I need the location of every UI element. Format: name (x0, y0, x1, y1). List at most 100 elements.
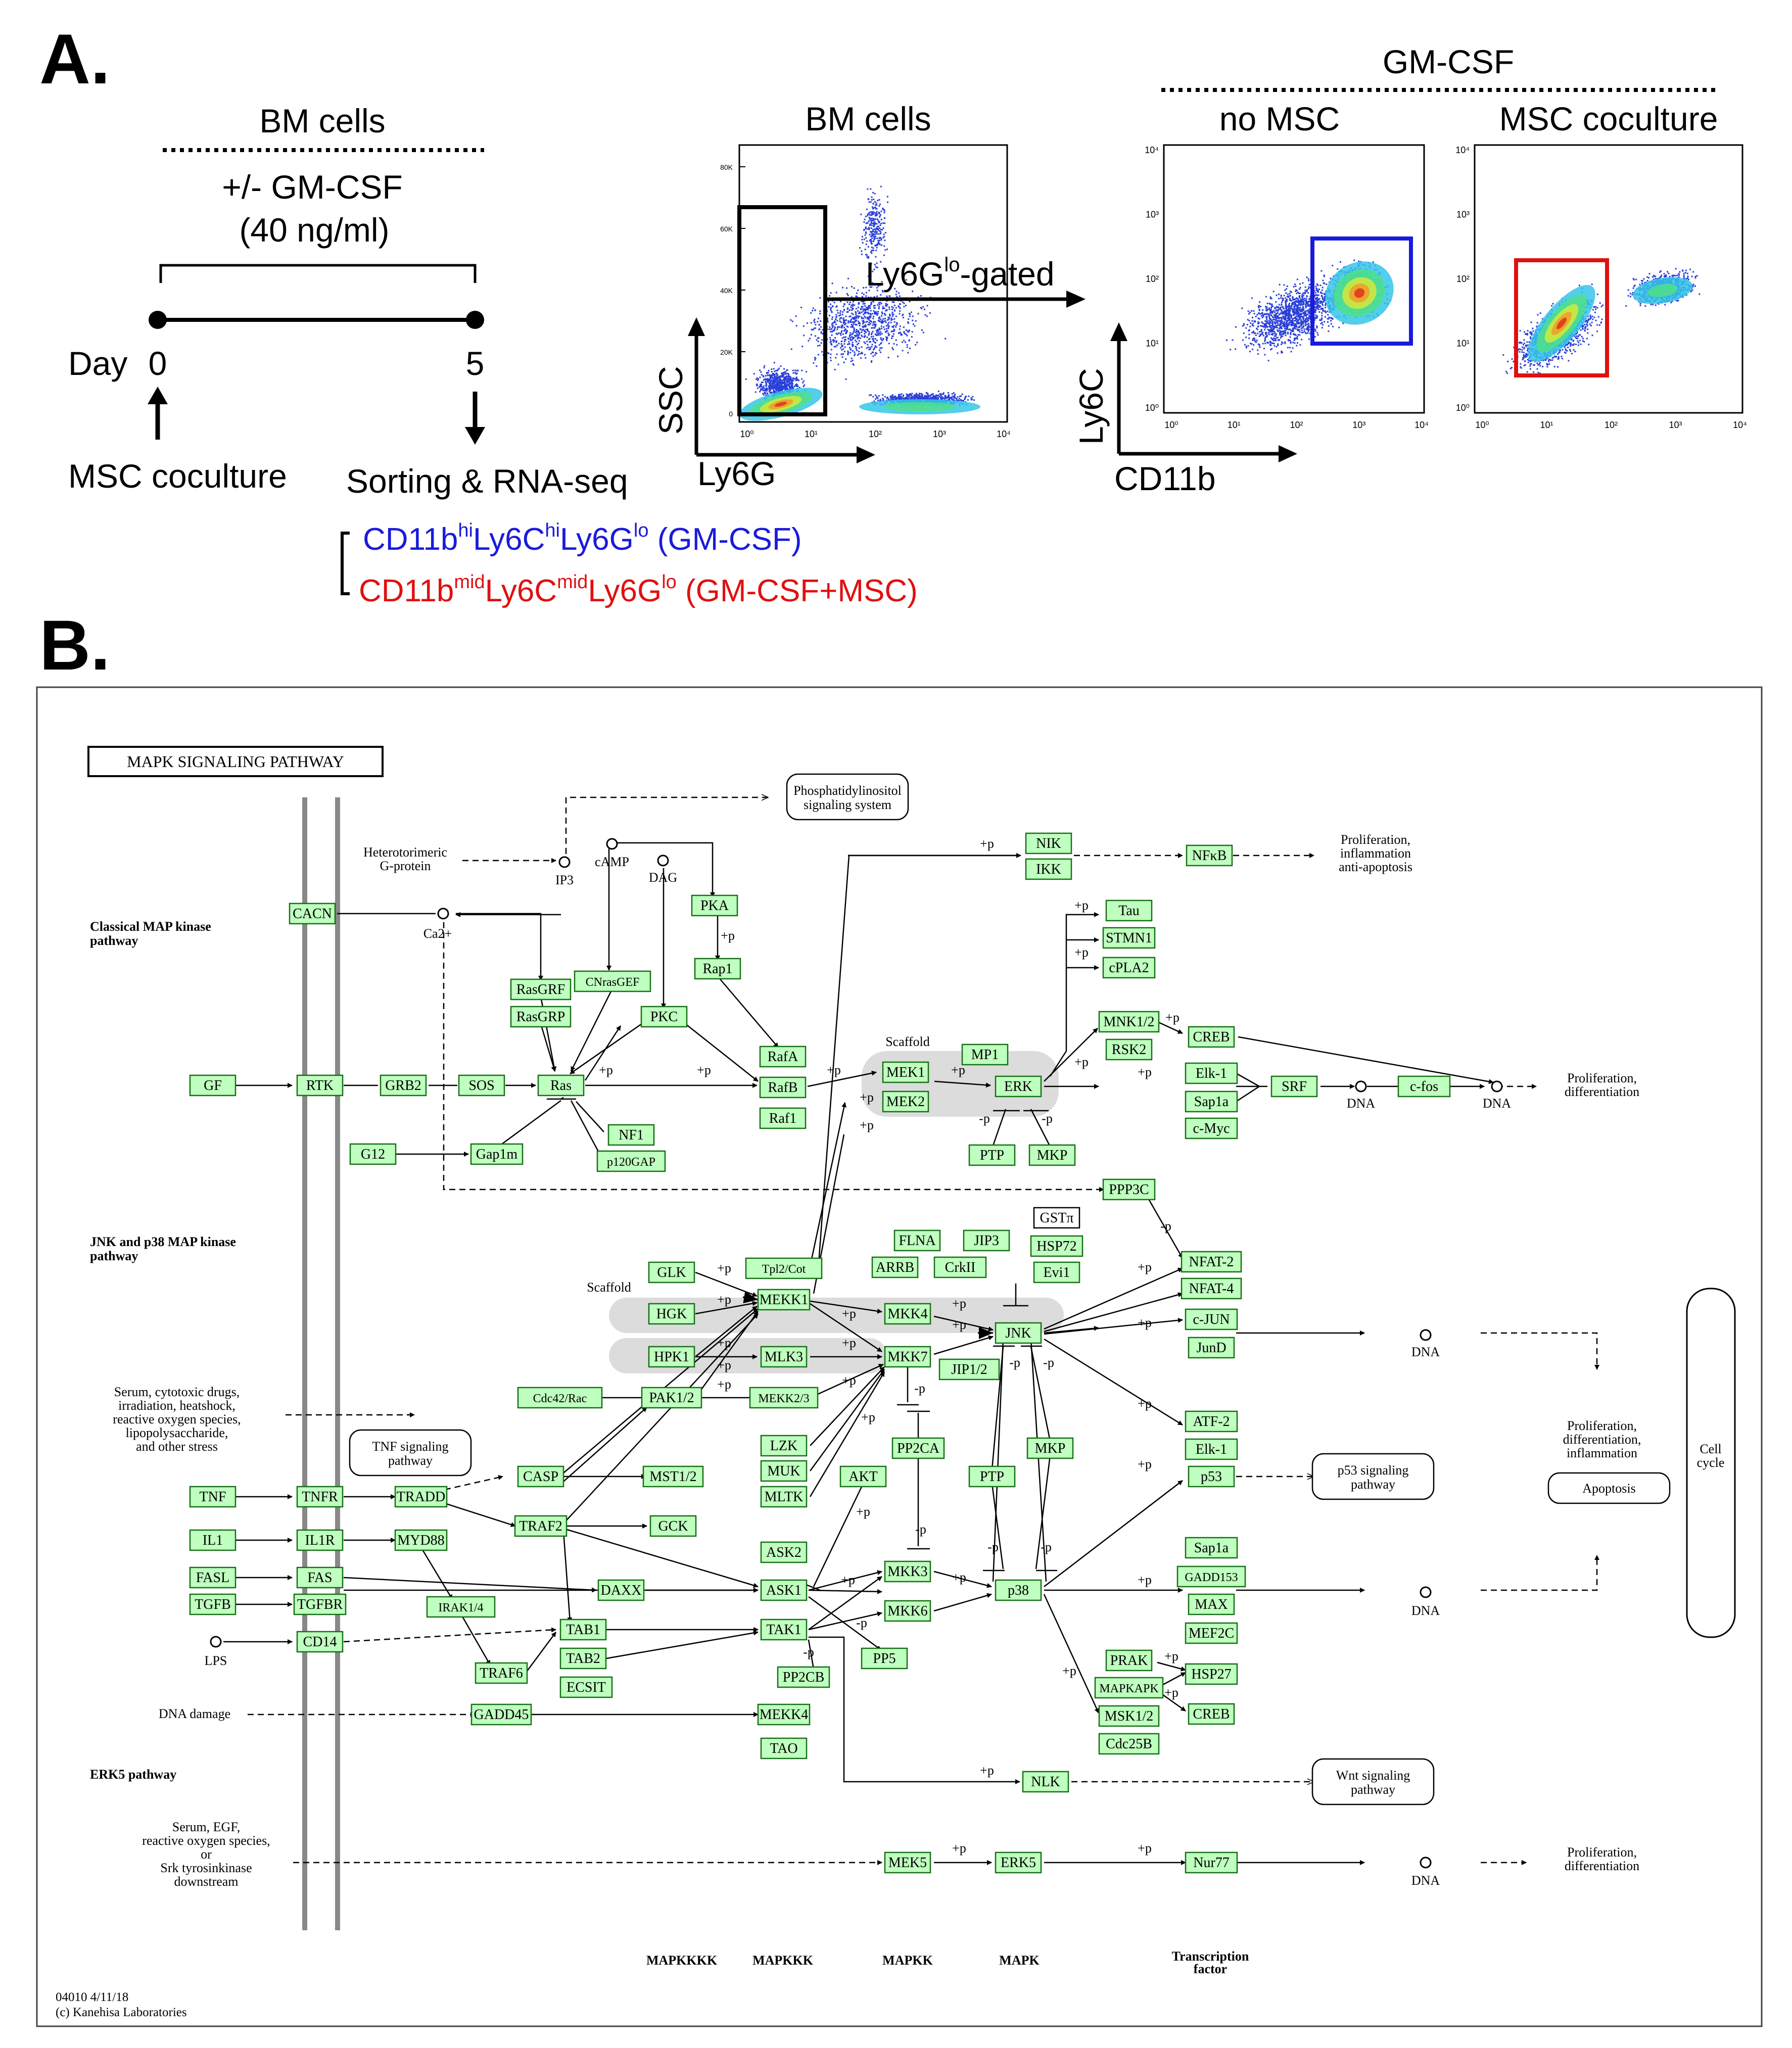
gene-node[interactable]: MEK2 (882, 1090, 929, 1113)
gene-node[interactable]: TAB1 (559, 1618, 607, 1641)
gene-node[interactable]: PP5 (861, 1647, 908, 1670)
gene-node[interactable]: TGFBR (293, 1593, 347, 1615)
gene-node[interactable]: MYD88 (394, 1529, 448, 1551)
gene-node[interactable]: Rap1 (694, 958, 741, 980)
gene-node[interactable]: cPLA2 (1102, 957, 1156, 979)
gene-node[interactable]: ERK (995, 1075, 1042, 1098)
gene-node[interactable]: ARRB (871, 1256, 919, 1278)
gene-node[interactable]: MEF2C (1185, 1622, 1238, 1644)
gene-node[interactable]: JNK (995, 1322, 1042, 1344)
gene-node[interactable]: MEKK4 (757, 1703, 811, 1726)
gene-node[interactable]: MEK1 (882, 1061, 929, 1083)
gene-node[interactable]: ERK5 (995, 1851, 1042, 1874)
map-link[interactable]: Apoptosis (1547, 1472, 1671, 1504)
gene-node[interactable]: NF1 (607, 1124, 655, 1146)
gene-node[interactable]: MKK7 (884, 1346, 931, 1368)
gene-node[interactable]: IL1R (296, 1529, 344, 1551)
gene-node[interactable]: TAO (760, 1737, 808, 1759)
gene-node[interactable]: NIK (1025, 832, 1072, 854)
gene-node[interactable]: GCK (649, 1515, 697, 1537)
gene-node[interactable]: MP1 (961, 1043, 1009, 1066)
gene-node[interactable]: PPP3C (1102, 1178, 1156, 1201)
gene-node[interactable]: GF (189, 1074, 237, 1097)
gene-node[interactable]: MST1/2 (642, 1465, 704, 1488)
gene-node[interactable]: G12 (349, 1143, 397, 1165)
gene-node[interactable]: MKK4 (884, 1303, 931, 1325)
gene-node[interactable]: Tpl2/Cot (745, 1257, 823, 1279)
gene-node[interactable]: NFκB (1186, 844, 1233, 867)
gene-node[interactable]: CrkII (933, 1256, 987, 1278)
gene-node[interactable]: PTP (968, 1465, 1016, 1488)
gene-node[interactable]: FAS (296, 1566, 344, 1589)
gene-node[interactable]: SRF (1270, 1075, 1318, 1098)
gene-node[interactable]: Nur77 (1185, 1851, 1238, 1874)
gene-node[interactable]: RasGRP (510, 1006, 572, 1028)
gene-node[interactable]: p53 (1188, 1465, 1235, 1488)
gene-node[interactable]: RafB (759, 1076, 807, 1099)
gene-node[interactable]: AKT (839, 1465, 887, 1488)
gene-node[interactable]: GADD45 (470, 1703, 532, 1726)
gene-node[interactable]: Sap1a (1185, 1537, 1238, 1559)
gene-node[interactable]: MKK3 (884, 1560, 931, 1583)
gene-node[interactable]: CD14 (296, 1631, 344, 1653)
gene-node[interactable]: IRAK1/4 (426, 1596, 496, 1618)
gene-node[interactable]: CASP (517, 1465, 564, 1488)
gene-node[interactable]: JunD (1188, 1337, 1235, 1359)
gene-node[interactable]: MSK1/2 (1098, 1705, 1160, 1727)
gene-node[interactable]: STMN1 (1102, 927, 1156, 949)
gene-node[interactable]: GLK (648, 1261, 695, 1283)
gene-node[interactable]: IKK (1025, 858, 1072, 880)
gene-node[interactable]: PP2CB (777, 1666, 830, 1688)
gene-node[interactable]: GRB2 (380, 1074, 427, 1097)
gene-node[interactable]: NLK (1022, 1771, 1069, 1793)
gene-node[interactable]: ATF-2 (1185, 1410, 1238, 1433)
gene-node[interactable]: TAK1 (760, 1618, 808, 1641)
gene-node[interactable]: RasGRF (510, 978, 572, 1001)
gene-node[interactable]: Ras (537, 1074, 585, 1097)
gene-node[interactable]: Raf1 (759, 1107, 807, 1129)
gene-node[interactable]: Cdc42/Rac (517, 1387, 603, 1409)
gene-node[interactable]: FASL (189, 1566, 237, 1589)
gene-node[interactable]: IL1 (189, 1529, 237, 1551)
gene-node[interactable]: CACN (289, 902, 336, 925)
gene-node[interactable]: CNrasGEF (574, 970, 651, 992)
gene-node[interactable]: Elk-1 (1185, 1438, 1238, 1460)
gene-node[interactable]: GADD153 (1176, 1565, 1246, 1588)
gene-node[interactable]: MAPKAPK (1094, 1677, 1164, 1699)
gene-node[interactable]: PTP (968, 1144, 1016, 1166)
gene-node[interactable]: LZK (760, 1435, 808, 1457)
gene-node[interactable]: RafA (759, 1045, 807, 1068)
gene-node[interactable]: ASK2 (760, 1541, 808, 1563)
gene-node[interactable]: PKC (640, 1006, 688, 1028)
gene-node[interactable]: TRAF2 (514, 1515, 568, 1537)
gene-node[interactable]: MKK6 (884, 1600, 931, 1622)
gene-node[interactable]: RTK (296, 1074, 344, 1097)
gene-node[interactable]: MEKK2/3 (749, 1387, 819, 1409)
gene-node[interactable]: Gap1m (470, 1143, 524, 1165)
gene-node[interactable]: NFAT-2 (1181, 1251, 1242, 1273)
gene-node[interactable]: p38 (995, 1579, 1042, 1601)
gene-node[interactable]: MAX (1188, 1593, 1235, 1615)
gene-node[interactable]: PAK1/2 (641, 1387, 702, 1409)
gene-node[interactable]: HGK (648, 1303, 695, 1325)
gene-node[interactable]: SOS (458, 1074, 505, 1097)
gene-node[interactable]: HSP72 (1030, 1235, 1083, 1257)
gene-node[interactable]: Cdc25B (1098, 1733, 1160, 1755)
gene-node[interactable]: Sap1a (1185, 1090, 1238, 1113)
gene-node[interactable]: p120GAP (596, 1150, 666, 1172)
gene-node[interactable]: MLK3 (760, 1346, 808, 1368)
gene-node[interactable]: ASK1 (760, 1579, 808, 1601)
gene-node[interactable]: c-fos (1397, 1075, 1451, 1098)
gene-node[interactable]: MNK1/2 (1098, 1011, 1160, 1033)
gene-node[interactable]: PKA (691, 894, 738, 917)
gene-node[interactable]: TRAF6 (475, 1662, 528, 1684)
gene-node[interactable]: GSTπ (1033, 1207, 1080, 1229)
gene-node[interactable]: Elk-1 (1185, 1062, 1238, 1084)
gene-node[interactable]: JIP3 (963, 1229, 1010, 1252)
gene-node[interactable]: MKP (1028, 1144, 1076, 1166)
gene-node[interactable]: ECSIT (559, 1676, 613, 1698)
gene-node[interactable]: c-Myc (1185, 1117, 1238, 1139)
